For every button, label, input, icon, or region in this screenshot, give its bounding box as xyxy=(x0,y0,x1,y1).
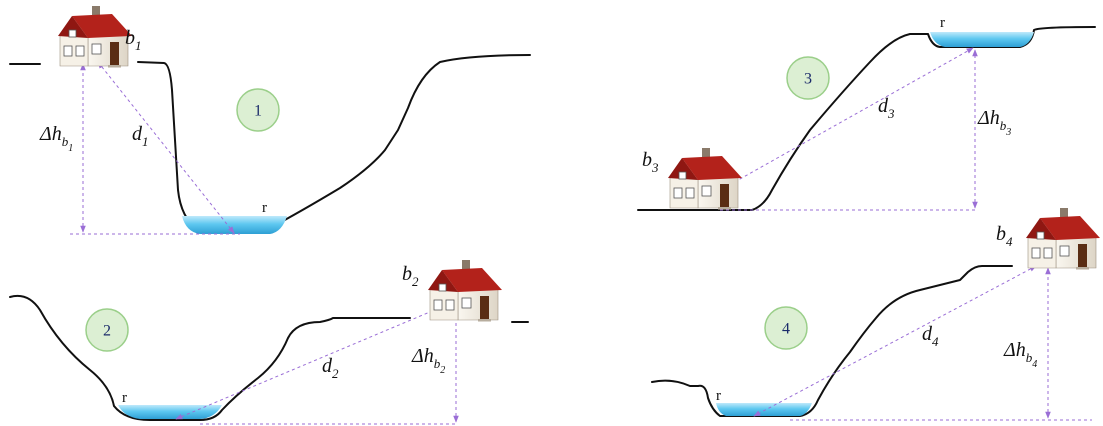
height-label: Δhb2 xyxy=(411,345,445,376)
panel-1: 1 b1 d1 Δhb1 r xyxy=(10,6,530,234)
panel-2: 2 b2 d2 Δhb2 r xyxy=(10,260,528,424)
terrain-profile xyxy=(652,266,1012,416)
panel-3: 3 b3 d3 Δhb3 r xyxy=(638,15,1095,210)
height-label: Δhb4 xyxy=(1003,339,1037,370)
terrain-profile xyxy=(10,55,530,233)
building-label: b4 xyxy=(996,223,1013,249)
badge-number: 3 xyxy=(804,71,812,88)
distance-label: d2 xyxy=(322,355,339,381)
building-label: b3 xyxy=(642,149,659,175)
distance-label: d4 xyxy=(922,323,939,349)
river-label: r xyxy=(716,388,721,404)
panel-4: 4 b4 d4 Δhb4 r xyxy=(652,208,1100,420)
distance-arrow xyxy=(98,62,234,233)
building-label: b2 xyxy=(402,263,419,289)
river-label: r xyxy=(262,200,267,216)
height-label: Δhb1 xyxy=(39,123,73,154)
house-icon xyxy=(1026,208,1100,270)
water-body xyxy=(716,403,812,416)
height-label: Δhb3 xyxy=(977,107,1011,138)
house-icon xyxy=(428,260,502,322)
badge-number: 2 xyxy=(103,323,111,340)
badge-number: 4 xyxy=(782,321,790,338)
water-body xyxy=(182,216,287,234)
house-icon xyxy=(58,6,132,68)
distance-label: d3 xyxy=(878,95,895,121)
distance-label: d1 xyxy=(132,123,149,149)
water-body xyxy=(118,405,222,419)
river-label: r xyxy=(122,390,127,406)
river-label: r xyxy=(940,15,945,31)
house-icon xyxy=(668,148,742,210)
badge-number: 1 xyxy=(254,103,262,120)
water-body xyxy=(930,32,1034,47)
distance-arrow xyxy=(724,48,973,188)
